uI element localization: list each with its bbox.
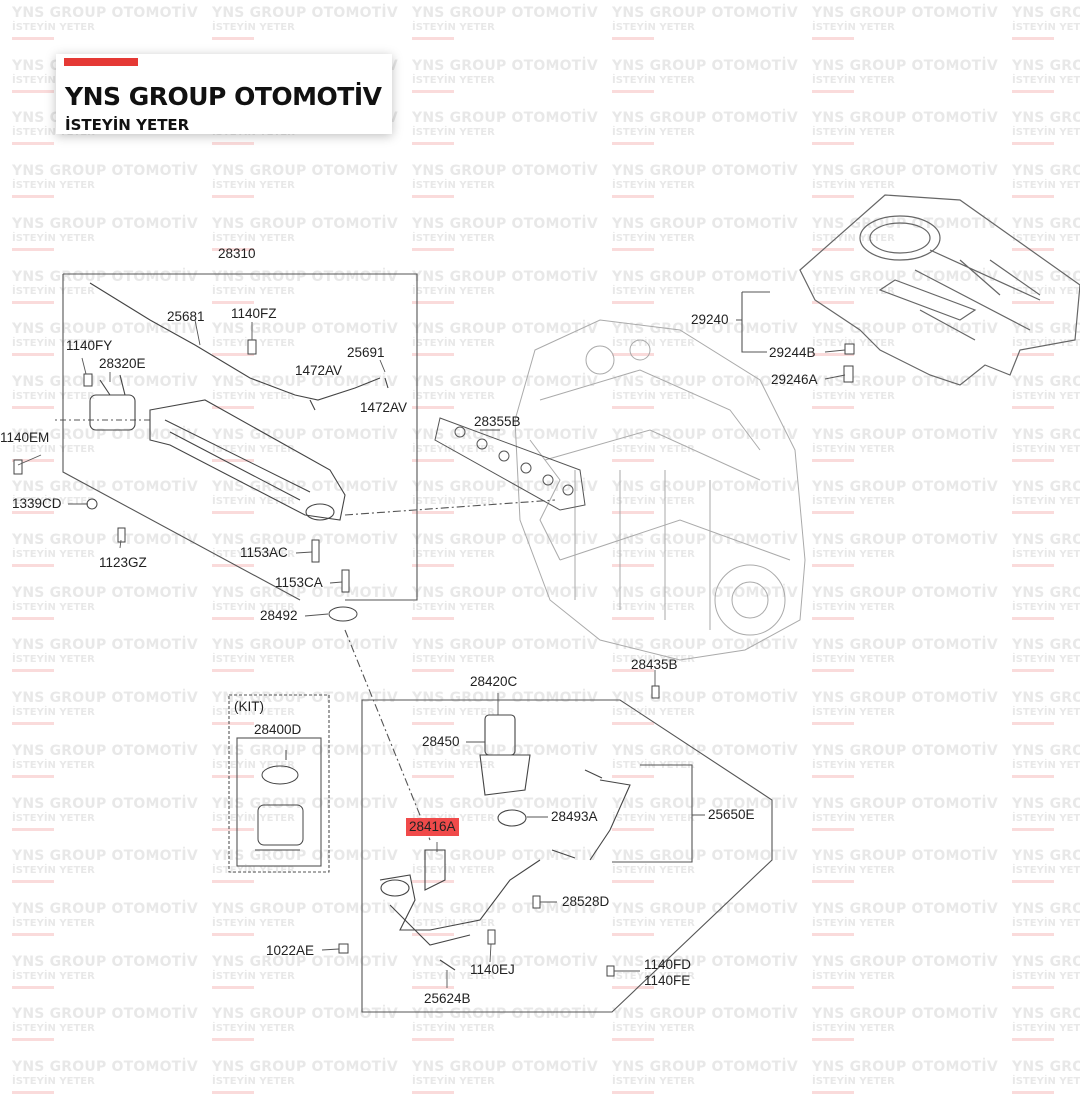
part-label: 1339CD (12, 496, 62, 511)
part-label: 29240 (691, 312, 729, 327)
part-label: 1123GZ (99, 555, 147, 570)
brand-accent-bar (64, 58, 138, 66)
part-label: 29244B (769, 345, 816, 360)
part-label: 28420C (470, 674, 518, 689)
egr-valve-frame (361, 699, 773, 1013)
part-label: 1140FD (644, 957, 692, 972)
manifold-gasket (434, 417, 586, 511)
part-label: 1472AV (360, 400, 408, 415)
part-label: 1140FZ (231, 306, 277, 321)
part-label: 28450 (422, 734, 460, 749)
part-label: 1022AE (266, 943, 315, 958)
part-label: 29246A (771, 372, 818, 387)
engine-cover (799, 194, 1080, 386)
part-label: 1140FY (66, 338, 113, 353)
part-label: 25691 (347, 345, 385, 360)
egr-cooler-frame (62, 273, 418, 601)
part-label: 28435B (631, 657, 678, 672)
part-label: 28493A (551, 809, 598, 824)
center-line-2 (344, 629, 431, 841)
engine-block (514, 319, 806, 661)
part-label: 1153CA (275, 575, 323, 590)
part-label: 28400D (254, 722, 302, 737)
part-label: 28320E (99, 356, 146, 371)
egr-cooler (89, 282, 389, 521)
part-label: 1153AC (240, 545, 288, 560)
part-label: 1472AV (295, 363, 343, 378)
center-line-1 (344, 499, 556, 516)
hose-bracket (612, 764, 705, 863)
kit-box (228, 694, 330, 873)
cover-bracket (736, 291, 770, 353)
bolts (13, 339, 855, 977)
kit-label: (KIT) (234, 699, 264, 714)
part-label: 25650E (708, 807, 755, 822)
part-label: 25681 (167, 309, 205, 324)
egr-valve (379, 714, 631, 971)
part-label: 25624B (424, 991, 471, 1006)
part-label: 28492 (260, 608, 298, 623)
part-label: 28310 (218, 246, 256, 261)
leader-lines (17, 319, 846, 988)
part-label: 1140EJ (470, 962, 515, 977)
brand-slogan: İSTEYİN YETER (65, 116, 190, 134)
part-label: 1140FE (644, 973, 691, 988)
kit-inner-box (236, 737, 322, 867)
part-label: 28528D (562, 894, 610, 909)
brand-card: YNS GROUP OTOMOTİV İSTEYİN YETER (56, 54, 392, 134)
brand-name: YNS GROUP OTOMOTİV (65, 82, 382, 111)
kit-contents (255, 750, 304, 851)
part-label: 1140EM (0, 430, 50, 445)
part-label-highlighted: 28416A (406, 818, 459, 836)
part-label: 28355B (474, 414, 521, 429)
